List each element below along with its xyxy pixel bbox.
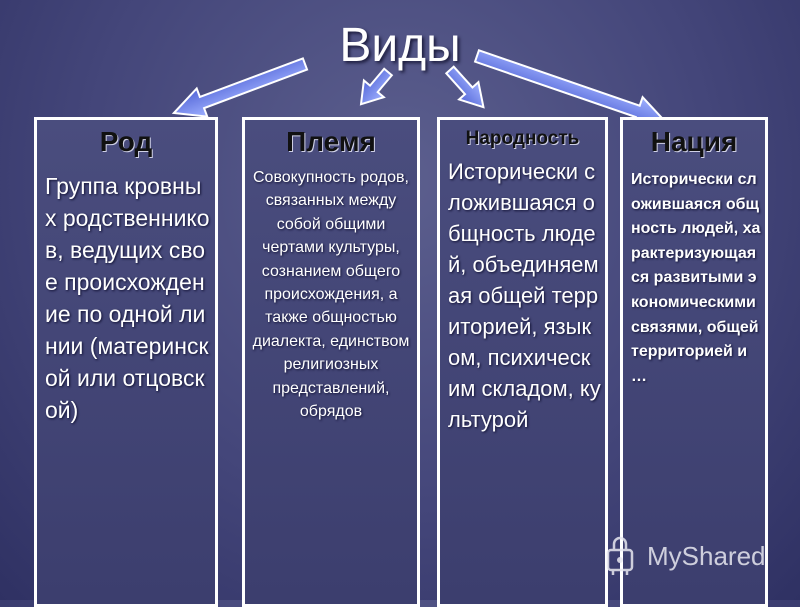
box-heading: Нация <box>650 126 738 157</box>
box-description: Исторически сложившаяся общность людей, … <box>448 159 601 432</box>
box-rod: Род Группа кровных родственников, ведущи… <box>34 117 218 607</box>
watermark-text: MyShared <box>647 540 766 571</box>
arrow-to-rod-icon <box>171 57 309 118</box>
watermark: MyShared <box>605 534 766 578</box>
box-plemya: Племя Совокупность родов, связанных межд… <box>242 117 420 607</box>
arrows <box>171 49 667 127</box>
arrow-to-narodnost-icon <box>444 65 485 109</box>
box-narodnost: Народность Исторически сложившаяся общно… <box>437 117 608 607</box>
box-heading: Племя <box>286 126 376 157</box>
box-natsiya: Нация Исторически сложившаяся общность л… <box>620 117 768 607</box>
box-heading: Род <box>99 126 153 157</box>
arrow-to-plemya-icon <box>359 67 394 106</box>
diagram-title: Виды <box>339 19 461 72</box>
box-description: Исторически сложившаяся общность людей, … <box>631 171 761 385</box>
myshared-logo-icon <box>606 536 634 575</box>
box-description: Совокупность родов, связанных между собо… <box>252 169 410 421</box>
box-description: Группа кровных родственников, ведущих св… <box>45 173 210 423</box>
box-heading: Народность <box>465 128 580 149</box>
